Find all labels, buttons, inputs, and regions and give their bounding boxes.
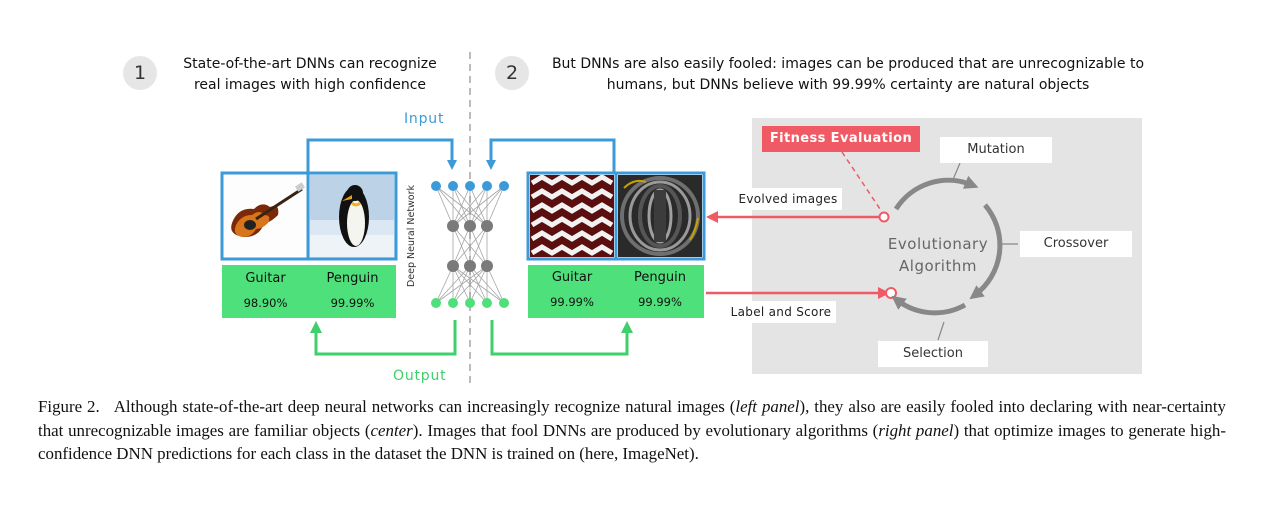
ea-line-2: Algorithm bbox=[899, 257, 977, 275]
evolved-images-label: Evolved images bbox=[734, 188, 842, 210]
nn-input-node bbox=[482, 181, 492, 191]
center-class-penguin: Penguin bbox=[634, 270, 686, 285]
left-class-penguin: Penguin bbox=[326, 271, 379, 286]
step-2-badge: 2 bbox=[495, 56, 529, 90]
cycle-arc-bottom bbox=[891, 295, 967, 316]
penguin-image bbox=[310, 175, 394, 257]
nn-output-node bbox=[465, 298, 475, 308]
input-label: Input bbox=[404, 111, 445, 127]
nn-hidden-node bbox=[481, 260, 493, 272]
output-arrow-left bbox=[310, 320, 457, 356]
center-score-guitar: 99.99% bbox=[550, 295, 594, 309]
cycle-arc-right bbox=[969, 203, 1003, 300]
nn-connection bbox=[469, 265, 488, 304]
step-1-text: State-of-the-art DNNs can recognize real… bbox=[183, 56, 437, 93]
nn-connection bbox=[435, 265, 454, 304]
nn-output-node bbox=[482, 298, 492, 308]
caption-center: center bbox=[370, 420, 413, 440]
label-and-score-label: Label and Score bbox=[726, 301, 836, 323]
guitar-image bbox=[224, 175, 306, 257]
nn-connection bbox=[452, 185, 471, 227]
nn-input-node bbox=[465, 181, 475, 191]
nn-input-node bbox=[499, 181, 509, 191]
nn-hidden-node bbox=[464, 220, 476, 232]
input-arrow-right bbox=[486, 138, 616, 173]
fooling-penguin-image bbox=[618, 175, 702, 257]
selection-link bbox=[937, 321, 945, 341]
step-2-text: But DNNs are also easily fooled: images … bbox=[551, 56, 1145, 93]
neural-network bbox=[435, 185, 505, 304]
nn-connection bbox=[452, 185, 505, 227]
left-score-penguin: 99.99% bbox=[330, 296, 375, 310]
fitness-link bbox=[841, 151, 883, 213]
nn-connection bbox=[452, 185, 488, 227]
caption-right-panel: right panel bbox=[878, 420, 954, 440]
nn-connection bbox=[452, 265, 488, 304]
nn-hidden-node bbox=[481, 220, 493, 232]
caption-part2: ), they also are easily fooled into decl… bbox=[38, 397, 1226, 440]
nn-hidden-node bbox=[447, 220, 459, 232]
output-label: Output bbox=[393, 368, 447, 384]
left-prediction-panel: Guitar Penguin 98.90% 99.99% bbox=[222, 265, 396, 318]
nn-connection bbox=[469, 185, 505, 227]
nn-connection bbox=[486, 185, 505, 227]
center-class-guitar: Guitar bbox=[551, 270, 593, 285]
nn-connection bbox=[435, 265, 471, 304]
mutation-box: Mutation bbox=[940, 137, 1052, 163]
nn-output-node bbox=[431, 298, 441, 308]
caption-prefix: Figure 2. bbox=[38, 397, 100, 416]
evolutionary-algorithm-label: Evolutionary Algorithm bbox=[873, 233, 1003, 277]
nn-input-node bbox=[448, 181, 458, 191]
center-score-penguin: 99.99% bbox=[638, 295, 682, 309]
selection-box: Selection bbox=[878, 341, 988, 367]
caption-part4: ) that optimize images to generate high-… bbox=[38, 420, 1226, 464]
caption-part3: ). Images that fool DNNs are produced by… bbox=[412, 420, 879, 440]
ea-line-1: Evolutionary bbox=[887, 235, 989, 253]
nn-input-node bbox=[431, 181, 441, 191]
center-prediction-panel: Guitar Penguin 99.99% 99.99% bbox=[528, 265, 704, 318]
nn-connection bbox=[452, 225, 488, 267]
network-label: Deep Neural Network bbox=[406, 184, 417, 288]
caption-part1: Although state-of-the-art deep neural ne… bbox=[113, 397, 736, 416]
left-class-guitar: Guitar bbox=[245, 271, 286, 286]
cycle-arc-top bbox=[893, 175, 979, 211]
output-arrow-right bbox=[490, 320, 633, 356]
nn-connection bbox=[435, 185, 454, 227]
nn-connection bbox=[486, 265, 505, 304]
nn-output-node bbox=[499, 298, 509, 308]
caption-left-panel: left panel bbox=[735, 397, 800, 416]
diagram-svg bbox=[220, 52, 1018, 388]
input-arrow-left bbox=[306, 138, 457, 173]
nn-connection bbox=[435, 265, 488, 304]
mutation-link bbox=[951, 162, 961, 183]
left-score-guitar: 98.90% bbox=[243, 296, 288, 310]
nn-hidden-node bbox=[447, 260, 459, 272]
nn-output-node bbox=[448, 298, 458, 308]
nn-connection bbox=[469, 225, 488, 267]
nn-hidden-node bbox=[464, 260, 476, 272]
crossover-box: Crossover bbox=[1020, 231, 1132, 257]
figure-caption: Figure 2. Although state-of-the-art deep… bbox=[38, 395, 1226, 466]
nn-connection bbox=[452, 225, 471, 267]
fooling-guitar-image bbox=[530, 174, 614, 257]
step-1-badge: 1 bbox=[123, 56, 157, 90]
fitness-evaluation-tag: Fitness Evaluation bbox=[762, 126, 920, 152]
